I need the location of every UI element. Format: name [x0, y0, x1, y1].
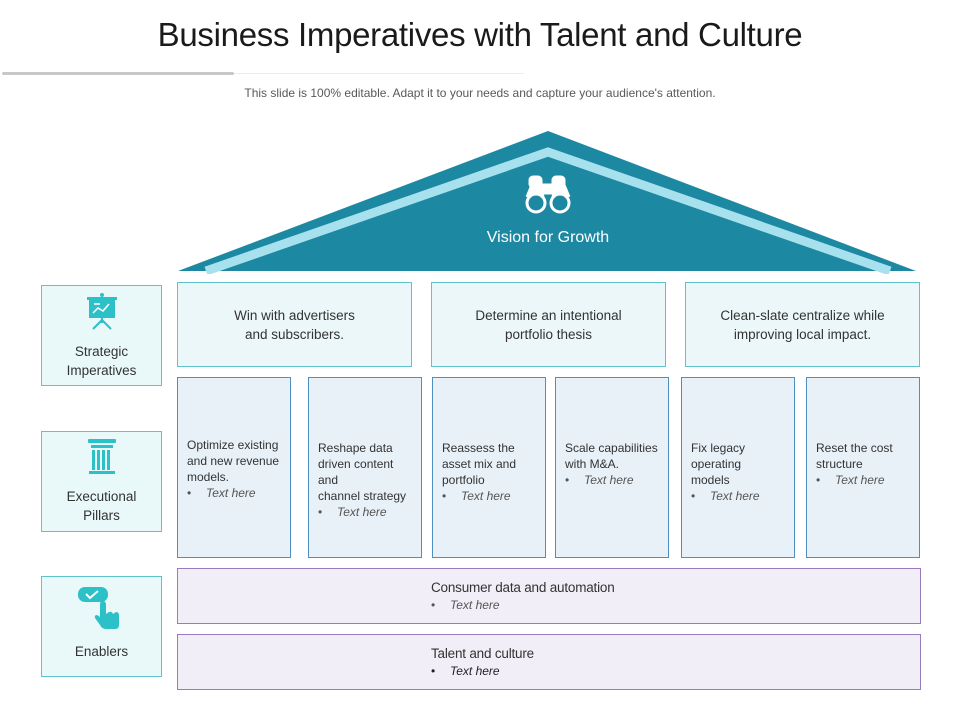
slide-subtitle: This slide is 100% editable. Adapt it to… [244, 86, 716, 100]
pillar-line: channel strategy [318, 489, 407, 503]
binoculars-icon [525, 175, 571, 214]
imperative-line: improving local impact. [733, 326, 872, 342]
pillar-box: Fix legacy operating models •Text here [681, 377, 795, 558]
pillar-line: models. [187, 470, 230, 484]
imperative-box: Determine an intentional portfolio thesi… [431, 282, 666, 367]
enabler-box: Consumer data and automation •Text here [177, 568, 921, 624]
row-label-line: Executional [66, 489, 137, 504]
enabler-bullet: •Text here [431, 664, 500, 678]
pillar-box: Reset the cost structure •Text here [806, 377, 920, 558]
pillar-box: Optimize existing and new revenue models… [177, 377, 291, 558]
title-underline [2, 72, 234, 75]
imperative-line: portfolio thesis [504, 326, 593, 342]
imperative-line: and subscribers. [244, 326, 345, 342]
pillar-line: portfolio [442, 473, 485, 487]
tap-hand-icon [78, 587, 119, 629]
pillar-box: Scale capabilities with M&A. •Text here [555, 377, 669, 558]
vision-roof [178, 131, 916, 274]
row-label-line: Strategic [74, 344, 129, 359]
row-label-line: Enablers [74, 644, 129, 659]
pillar-box: Reshape data driven content and channel … [308, 377, 422, 558]
pillar-bullet: •Text here [691, 489, 760, 503]
slide-title: Business Imperatives with Talent and Cul… [157, 16, 803, 53]
pillar-bullet: •Text here [565, 473, 634, 487]
row-label-line: Pillars [83, 508, 120, 523]
pillar-line: Reassess the [442, 441, 515, 455]
pillar-line: driven content and [318, 457, 394, 487]
pillar-line: Reshape data [318, 441, 393, 455]
vision-label: Vision for Growth [486, 229, 610, 246]
pillar-box: Reassess the asset mix and portfolio •Te… [432, 377, 546, 558]
pillar-line: Fix legacy [691, 441, 746, 455]
title-underline-faint [234, 73, 524, 74]
imperative-box: Clean-slate centralize while improving l… [685, 282, 920, 367]
pillar-line: models [691, 473, 730, 487]
imperative-line: Clean-slate centralize while [720, 307, 885, 323]
enabler-bullet: •Text here [431, 598, 500, 612]
row-label-line: Imperatives [66, 363, 137, 378]
roof-stripe [204, 147, 892, 274]
pillar-line: with M&A. [565, 457, 620, 471]
imperative-box: Win with advertisers and subscribers. [177, 282, 412, 367]
pillar-line: Reset the cost [816, 441, 893, 455]
enabler-title: Consumer data and automation [431, 580, 615, 595]
imperative-line: Win with advertisers [234, 307, 355, 323]
pillar-bullet: •Text here [442, 489, 511, 503]
column-pillar-icon [88, 439, 116, 474]
row-label-strategic-imperatives: Strategic Imperatives [41, 285, 162, 386]
enabler-title: Talent and culture [431, 646, 534, 661]
pillar-bullet: •Text here [318, 505, 387, 519]
pillar-bullet: •Text here [816, 473, 885, 487]
pillar-line: Optimize existing [187, 438, 279, 452]
imperative-line: Determine an intentional [475, 307, 622, 323]
pillar-line: structure [816, 457, 863, 471]
roof-inner [244, 168, 854, 271]
pillar-bullet: •Text here [187, 486, 256, 500]
pillar-line: operating [691, 457, 742, 471]
pillar-line: Scale capabilities [565, 441, 658, 455]
enabler-box: Talent and culture •Text here [177, 634, 921, 690]
pillar-line: and new revenue [187, 454, 280, 468]
row-label-executional-pillars: Executional Pillars [41, 431, 162, 532]
pillar-line: asset mix and [442, 457, 517, 471]
row-label-enablers: Enablers [41, 576, 162, 677]
presentation-board-icon [87, 293, 117, 330]
